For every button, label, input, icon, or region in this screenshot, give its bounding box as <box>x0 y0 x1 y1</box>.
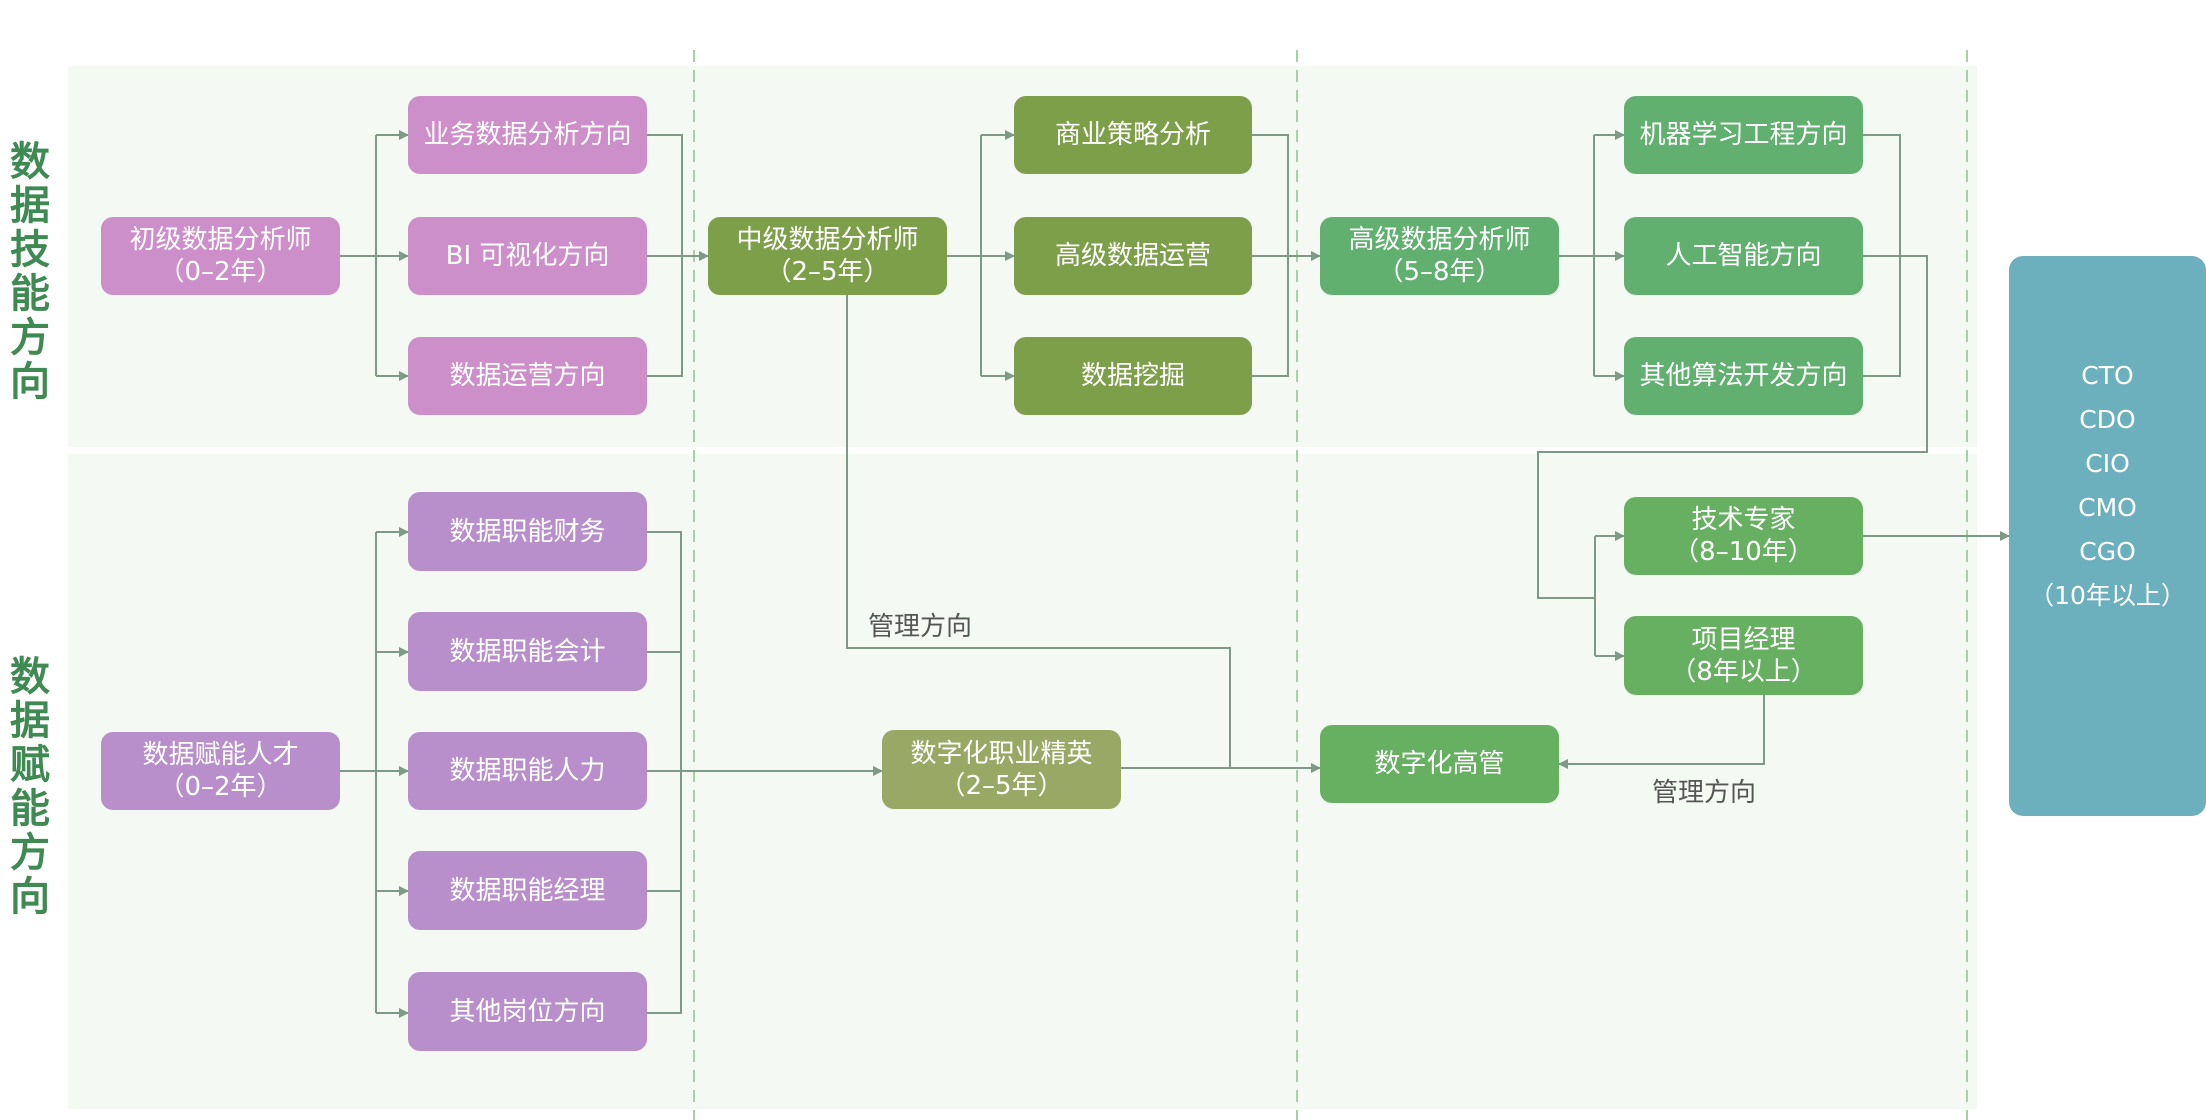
node-other-positions[interactable]: 其他岗位方向 <box>408 972 647 1051</box>
node-empower-talent[interactable]: 数据赋能人才 （0–2年） <box>101 732 340 810</box>
label-mgmt-direction-2: 管理方向 <box>1652 778 1757 808</box>
node-other-algo[interactable]: 其他算法开发方向 <box>1624 337 1863 415</box>
node-junior-analyst[interactable]: 初级数据分析师 （0–2年） <box>101 217 340 295</box>
node-ml-engineering[interactable]: 机器学习工程方向 <box>1624 96 1863 174</box>
node-data-mining[interactable]: 数据挖掘 <box>1014 337 1252 415</box>
node-senior-ops[interactable]: 高级数据运营 <box>1014 217 1252 295</box>
node-digital-exec[interactable]: 数字化高管 <box>1320 725 1559 803</box>
node-senior-analyst[interactable]: 高级数据分析师 （5–8年） <box>1320 217 1559 295</box>
node-ai[interactable]: 人工智能方向 <box>1624 217 1863 295</box>
node-tech-expert[interactable]: 技术专家 （8–10年） <box>1624 497 1863 575</box>
node-mid-analyst[interactable]: 中级数据分析师 （2–5年） <box>708 217 947 295</box>
node-project-manager[interactable]: 项目经理 （8年以上） <box>1624 616 1863 695</box>
node-bi-visual[interactable]: BI 可视化方向 <box>408 217 647 295</box>
node-digital-elite[interactable]: 数字化职业精英 （2–5年） <box>882 730 1121 809</box>
label-mgmt-direction: 管理方向 <box>868 612 973 642</box>
lane-title-empower: 数据赋能方向 <box>3 655 49 919</box>
node-func-finance[interactable]: 数据职能财务 <box>408 492 647 571</box>
lane-title-skill: 数据技能方向 <box>3 140 49 404</box>
node-executive[interactable]: CTO CDO CIO CMO CGO （10年以上） <box>2009 256 2206 816</box>
node-business-analysis[interactable]: 业务数据分析方向 <box>408 96 647 174</box>
node-biz-strategy[interactable]: 商业策略分析 <box>1014 96 1252 174</box>
node-func-accounting[interactable]: 数据职能会计 <box>408 612 647 691</box>
node-func-manager[interactable]: 数据职能经理 <box>408 851 647 930</box>
node-data-ops[interactable]: 数据运营方向 <box>408 337 647 415</box>
node-func-hr[interactable]: 数据职能人力 <box>408 732 647 810</box>
